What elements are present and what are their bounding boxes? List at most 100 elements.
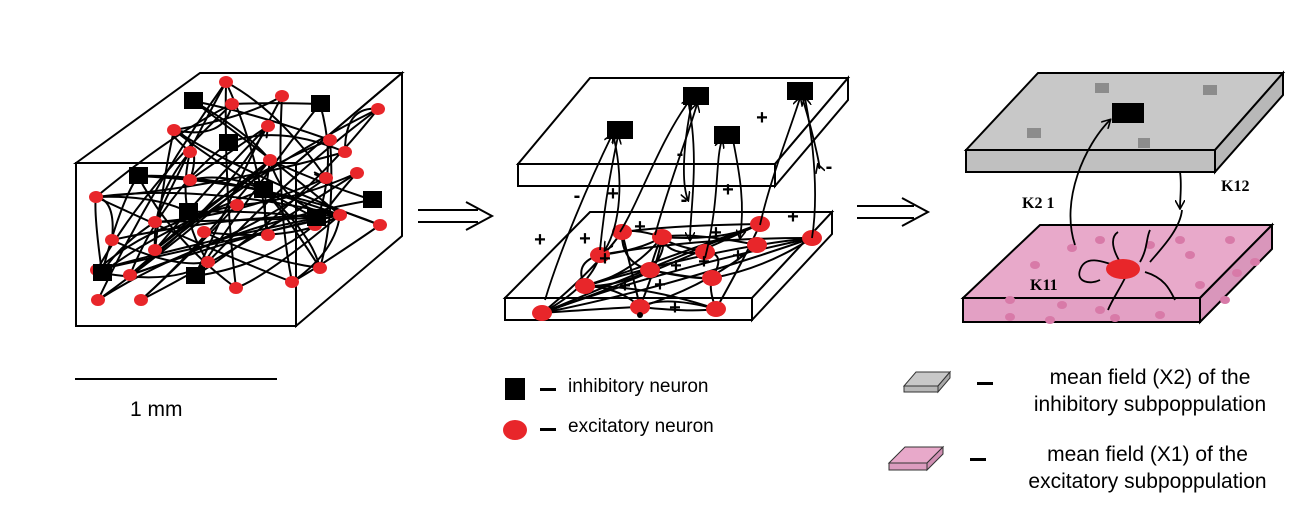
cube-connections xyxy=(94,81,381,301)
inhibitory-neuron xyxy=(787,82,813,100)
cube-connection xyxy=(173,129,317,219)
pink-texture-dot xyxy=(1155,311,1165,319)
k21-label: K2 1 xyxy=(1022,195,1054,212)
layer-connection xyxy=(541,231,623,314)
cube-connection xyxy=(129,177,327,276)
mean-field-x2-slab xyxy=(963,70,1286,175)
excitatory-neuron xyxy=(702,270,722,286)
pink-texture-dot xyxy=(1220,296,1230,304)
inhibitory-neuron xyxy=(184,92,203,109)
pink-texture-dot xyxy=(1095,236,1105,244)
k11-label: K11 xyxy=(1030,277,1058,294)
cube-connection xyxy=(224,81,237,289)
excitatory-neuron xyxy=(532,305,552,321)
synapse-sign: + xyxy=(619,275,631,297)
excitatory-neuron xyxy=(338,146,352,158)
legend-dash-x1 xyxy=(970,458,986,461)
cube-connection xyxy=(101,175,139,274)
inhibitory-neuron xyxy=(219,134,238,151)
cube-neurons xyxy=(89,76,387,306)
synapse-sign: + xyxy=(607,183,619,205)
inhibitory-neuron xyxy=(363,191,382,208)
excitatory-neuron xyxy=(201,256,215,268)
inhibitory-neuron xyxy=(311,95,330,112)
synapse-sign: + xyxy=(756,107,768,129)
inhibitory-neuron xyxy=(186,267,205,284)
synapse-sign: + xyxy=(579,228,591,250)
legend-x2-line1: mean field (X2) of the xyxy=(1049,366,1251,389)
pink-texture-dot xyxy=(1110,314,1120,322)
cube-connection xyxy=(154,129,175,251)
excitatory-neuron xyxy=(197,226,211,238)
synapse-sign: + xyxy=(732,245,744,267)
mean-field-couplings xyxy=(1069,120,1182,311)
excitatory-neuron xyxy=(319,172,333,184)
excitatory-neuron xyxy=(323,134,337,146)
excitatory-neuron xyxy=(261,229,275,241)
inhibitory-neuron xyxy=(307,209,326,226)
excitatory-neuron xyxy=(575,278,595,294)
synapse-sign: - xyxy=(677,143,684,165)
legend-x1-line1: mean field (X1) of the xyxy=(1047,443,1248,466)
excitatory-neuron xyxy=(91,294,105,306)
synapse-sign: + xyxy=(599,248,611,270)
pink-texture-dot xyxy=(1175,236,1185,244)
pink-texture-dot xyxy=(1045,316,1055,324)
layer-connection xyxy=(584,284,717,310)
excitatory-neuron xyxy=(148,216,162,228)
cube-connection xyxy=(194,95,283,277)
legend-x2-line2: inhibitory subpoppulation xyxy=(1033,393,1267,416)
cube-connection xyxy=(225,81,327,179)
synapse-sign: - xyxy=(574,185,581,207)
cube-connection xyxy=(154,159,271,251)
legend-inhibitory-square xyxy=(505,378,525,400)
excitatory-neuron xyxy=(148,244,162,256)
pink-texture-dot xyxy=(1250,258,1260,266)
synapse-sign: + xyxy=(787,206,799,228)
cube-connection xyxy=(95,103,233,198)
pink-texture-dot xyxy=(1067,244,1077,252)
cube-connection xyxy=(101,189,264,274)
synapse-sign: + xyxy=(710,222,722,244)
cube-connection xyxy=(187,210,317,219)
cube-connection xyxy=(194,108,379,277)
pink-texture-dot xyxy=(1185,251,1195,259)
cube-connection xyxy=(129,142,229,276)
inhibitory-neuron xyxy=(254,181,273,198)
excitatory-neuron xyxy=(706,301,726,317)
layer-neurons xyxy=(532,82,822,321)
small-neuron xyxy=(637,312,643,318)
layer-connection xyxy=(711,237,813,279)
transition-arrow-1 xyxy=(418,201,495,231)
excitatory-mean-field-texture xyxy=(1005,236,1260,324)
legend-dash-inhibitory xyxy=(540,388,556,391)
synapse-sign: - xyxy=(826,156,833,178)
excitatory-neuron xyxy=(313,262,327,274)
legend-x2-slab-icon xyxy=(902,370,952,394)
synapse-sign: + xyxy=(534,229,546,251)
pink-texture-dot xyxy=(1232,269,1242,277)
cube-connection xyxy=(227,134,346,153)
cube-connection xyxy=(291,214,341,283)
excitatory-neuron-focus xyxy=(1106,259,1140,279)
scale-bar-label: 1 mm xyxy=(130,398,183,421)
inhibitory-neuron xyxy=(179,203,198,220)
excitatory-neuron xyxy=(640,262,660,278)
layer-connection xyxy=(541,237,813,314)
cube-connection xyxy=(96,217,317,271)
pink-texture-dot xyxy=(1057,301,1067,309)
excitatory-neuron xyxy=(333,209,347,221)
inhibitory-neuron xyxy=(93,264,112,281)
excitatory-neuron xyxy=(183,146,197,158)
excitatory-neuron xyxy=(695,244,715,260)
excitatory-neuron xyxy=(219,76,233,88)
legend-x1-line2: excitatory subpoppulation xyxy=(1028,470,1267,493)
synapse-sign: + xyxy=(670,255,682,277)
cube-connection xyxy=(192,100,331,141)
synapse-sign: + xyxy=(669,297,681,319)
synapse-sign: - xyxy=(681,189,688,211)
excitatory-neuron xyxy=(167,124,181,136)
cube-connection xyxy=(97,81,227,301)
cube-connection xyxy=(97,159,271,301)
